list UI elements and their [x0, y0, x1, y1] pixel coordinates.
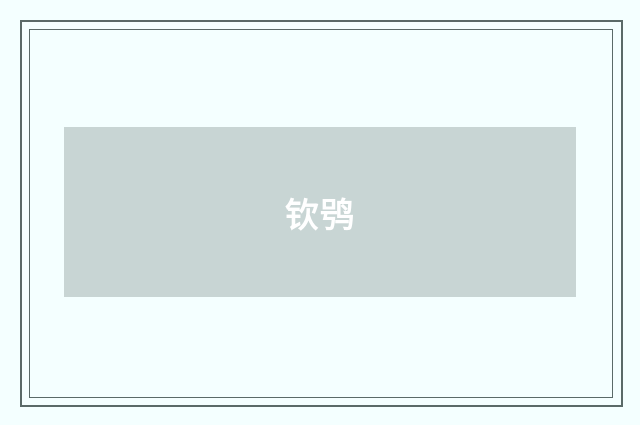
inner-frame-border — [29, 29, 613, 398]
outer-frame-border — [20, 20, 623, 407]
image-placeholder: 钦鸮 — [64, 127, 576, 297]
placeholder-label: 钦鸮 — [285, 195, 355, 236]
